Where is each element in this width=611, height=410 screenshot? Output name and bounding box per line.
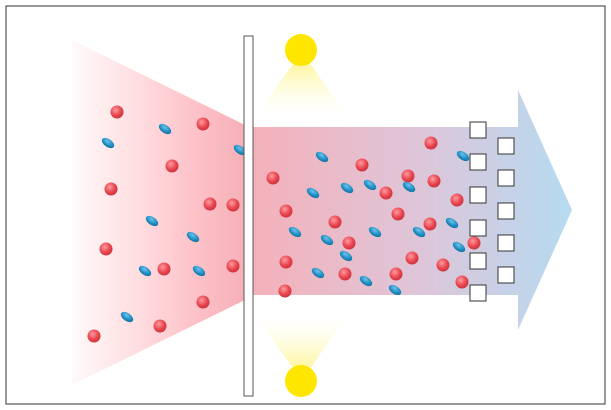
detector-square: [469, 153, 487, 171]
red-particle: [405, 251, 419, 265]
red-particle: [157, 262, 171, 276]
blue-particle: [452, 241, 466, 253]
blue-particle: [306, 187, 320, 199]
blue-particle: [388, 284, 402, 296]
red-particle: [278, 284, 292, 298]
red-particle: [226, 259, 240, 273]
blue-particle: [311, 267, 325, 279]
red-particle: [266, 171, 280, 185]
blue-particle: [412, 226, 426, 238]
blue-particle: [120, 311, 134, 323]
red-particle: [450, 193, 464, 207]
red-particle: [342, 236, 356, 250]
red-particle: [389, 267, 403, 281]
blue-particle: [138, 265, 152, 277]
red-particle: [153, 319, 167, 333]
red-particle: [203, 197, 217, 211]
detector-square: [469, 121, 487, 139]
red-particle: [427, 174, 441, 188]
red-particle: [455, 275, 469, 289]
blue-particle: [340, 182, 354, 194]
blue-particle: [315, 151, 329, 163]
bottom-light-glow: [258, 320, 344, 380]
blue-particle: [339, 250, 353, 262]
top-light-glow: [258, 52, 344, 112]
red-particle: [423, 217, 437, 231]
blue-particle: [359, 275, 373, 287]
detector-square: [497, 137, 515, 155]
blue-particle: [456, 150, 470, 162]
detector-square: [469, 219, 487, 237]
detector-square: [469, 186, 487, 204]
red-particle: [401, 169, 415, 183]
detector-square: [497, 169, 515, 187]
red-particle: [338, 267, 352, 281]
blue-particle: [363, 179, 377, 191]
red-particle: [165, 159, 179, 173]
red-particle: [87, 329, 101, 343]
blue-particle: [402, 181, 416, 193]
red-particle: [110, 105, 124, 119]
red-particle: [104, 182, 118, 196]
detector-square: [469, 284, 487, 302]
red-particle: [379, 186, 393, 200]
red-particle: [424, 136, 438, 150]
red-particle: [196, 295, 210, 309]
detector-square: [497, 266, 515, 284]
red-particle: [328, 215, 342, 229]
blue-particle: [145, 215, 159, 227]
blue-particle: [445, 217, 459, 229]
detector-square: [469, 252, 487, 270]
red-particle: [436, 258, 450, 272]
blue-particle: [320, 234, 334, 246]
blue-particle: [368, 226, 382, 238]
red-particle: [391, 207, 405, 221]
red-particle: [467, 236, 481, 250]
blue-particle: [233, 144, 247, 156]
red-particle: [196, 117, 210, 131]
detector-square: [497, 234, 515, 252]
red-particle: [279, 255, 293, 269]
blue-particle: [288, 226, 302, 238]
top-light-source: [285, 34, 317, 66]
red-particle: [279, 204, 293, 218]
bottom-light-source: [285, 365, 317, 397]
detector-array: [469, 121, 515, 302]
blue-particle: [192, 265, 206, 277]
particle-group: [87, 105, 481, 343]
blue-particle: [158, 123, 172, 135]
filter-plate: [243, 35, 254, 397]
blue-particle: [101, 137, 115, 149]
detector-square: [497, 202, 515, 220]
red-particle: [99, 242, 113, 256]
blue-particle: [186, 231, 200, 243]
red-particle: [226, 198, 240, 212]
particle-beam-arrow: [245, 90, 572, 330]
red-particle: [355, 158, 369, 172]
